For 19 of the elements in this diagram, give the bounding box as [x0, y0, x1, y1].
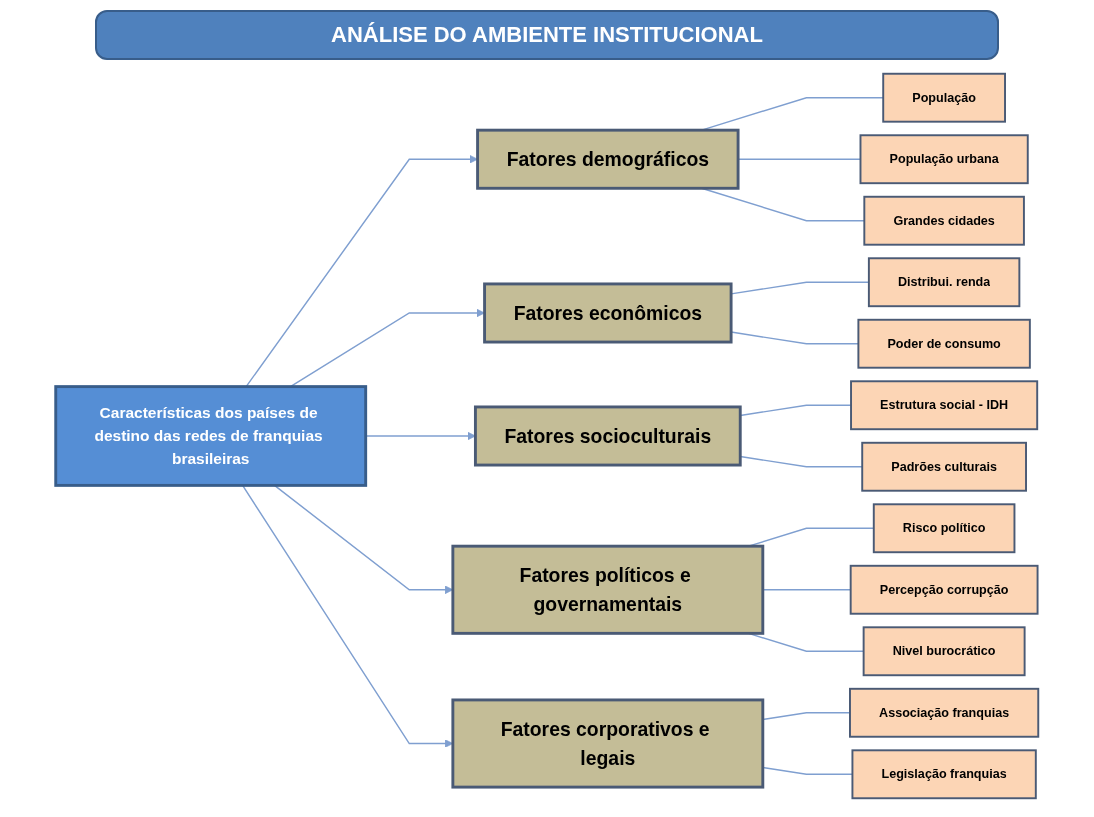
node-box: Fatores corporativos e legais [451, 698, 765, 789]
node-box: Fatores políticos e governamentais [451, 544, 765, 635]
node-box: População urbana [859, 134, 1029, 185]
title-banner: ANÁLISE DO AMBIENTE INSTITUCIONAL [95, 10, 999, 60]
node-box: Percepção corrupção [849, 564, 1039, 615]
node-box: Fatores demográficos [476, 128, 740, 190]
node-box: Padrões culturais [861, 441, 1027, 492]
node-box: Grandes cidades [863, 195, 1025, 246]
node-box: Legislação franquias [851, 749, 1037, 800]
node-box: Estrutura social - IDH [850, 380, 1039, 431]
node-box: Características dos países de destino das redes de franquias brasileiras [54, 385, 368, 487]
node-box: População [882, 72, 1006, 123]
node-box: Fatores socioculturais [473, 405, 742, 467]
node-box: Distribui. renda [867, 257, 1021, 308]
node-box: Fatores econômicos [483, 282, 733, 344]
node-box: Risco político [872, 503, 1016, 554]
node-box: Poder de consumo [857, 318, 1031, 369]
node-box: Associação franquias [849, 687, 1040, 738]
node-box: Nivel burocrático [862, 626, 1026, 677]
